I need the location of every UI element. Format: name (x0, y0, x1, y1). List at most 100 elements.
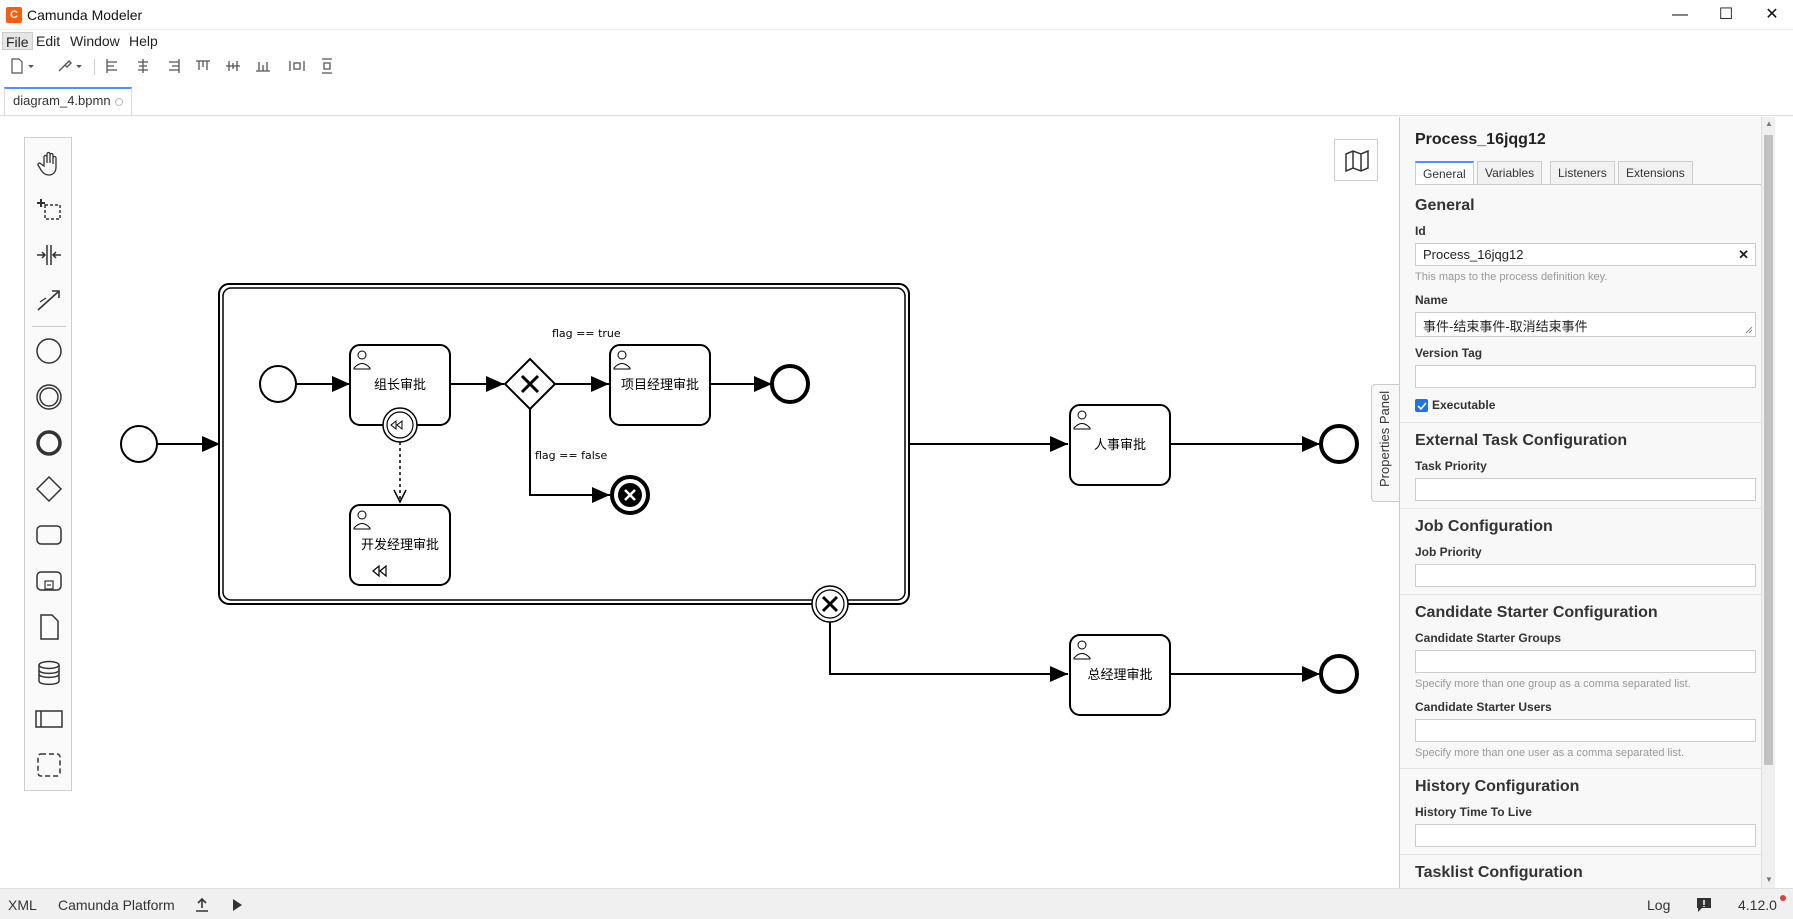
align-bottom-icon[interactable] (254, 57, 272, 75)
user-task-icon (1073, 410, 1091, 430)
section-divider (1400, 594, 1762, 595)
status-bar: XML Camunda Platform Log 4.12.0 (0, 888, 1793, 919)
end-event-icon[interactable] (34, 428, 64, 458)
tab-listeners[interactable]: Listeners (1550, 161, 1615, 185)
minimize-button[interactable]: — (1672, 6, 1688, 23)
end-event[interactable] (1319, 424, 1359, 464)
tab-variables[interactable]: Variables (1477, 161, 1543, 185)
id-field[interactable]: Process_16jqg12 ✕ (1415, 243, 1756, 266)
new-file-icon[interactable] (8, 57, 26, 75)
properties-panel: Process_16jqg12 General Variables Listen… (1399, 117, 1775, 888)
distribute-vertical-icon[interactable] (318, 57, 336, 75)
feedback-icon[interactable] (1695, 896, 1713, 914)
section-history-heading: History Configuration (1415, 778, 1580, 795)
distribute-horizontal-icon[interactable] (288, 57, 306, 75)
start-event-icon[interactable] (34, 336, 64, 366)
job-priority-label: Job Priority (1415, 545, 1482, 559)
minimap-toggle-button[interactable] (1334, 139, 1378, 181)
executable-checkbox[interactable] (1415, 399, 1428, 412)
close-button[interactable]: ✕ (1765, 6, 1779, 23)
sequence-flow-false[interactable] (529, 409, 610, 503)
xml-toggle[interactable]: XML (8, 897, 37, 913)
task-dev-manager[interactable] (349, 504, 451, 586)
paint-brush-icon[interactable] (56, 57, 74, 75)
lasso-tool-icon[interactable] (34, 194, 64, 224)
tool-palette (24, 137, 72, 791)
align-left-icon[interactable] (104, 57, 122, 75)
platform-label[interactable]: Camunda Platform (58, 897, 175, 913)
menu-window[interactable]: Window (70, 33, 120, 49)
task-priority-field[interactable] (1415, 478, 1756, 501)
scroll-up-icon[interactable]: ▲ (1765, 119, 1773, 128)
candidate-users-field[interactable] (1415, 719, 1756, 742)
cancel-boundary-x-icon (821, 595, 839, 613)
run-icon[interactable] (228, 896, 246, 914)
inner-start-event[interactable] (259, 365, 297, 403)
data-object-icon[interactable] (34, 612, 64, 642)
version-tag-field[interactable] (1415, 365, 1756, 388)
section-divider (1400, 768, 1762, 769)
unsaved-indicator-icon (114, 97, 123, 106)
section-job-heading: Job Configuration (1415, 518, 1553, 535)
name-field[interactable]: 事件-结束事件-取消结束事件 (1415, 312, 1756, 337)
group-icon[interactable] (34, 750, 64, 780)
flow-label-true: flag == true (552, 327, 621, 340)
resize-handle-icon[interactable] (1745, 326, 1753, 334)
menu-file[interactable]: File (2, 32, 33, 50)
menu-help[interactable]: Help (129, 33, 158, 49)
properties-panel-toggle[interactable]: Properties Panel (1371, 384, 1399, 502)
align-center-icon[interactable] (134, 57, 152, 75)
dropdown-icon[interactable] (74, 57, 84, 75)
toolbar-divider (94, 59, 95, 75)
pool-icon[interactable] (34, 704, 64, 734)
id-label: Id (1415, 224, 1426, 238)
candidate-groups-field[interactable] (1415, 650, 1756, 673)
window-title: Camunda Modeler (27, 7, 143, 23)
subprocess-icon[interactable] (34, 566, 64, 596)
history-ttl-label: History Time To Live (1415, 805, 1532, 819)
history-ttl-field[interactable] (1415, 824, 1756, 847)
scrollbar-thumb[interactable] (1764, 135, 1773, 765)
hand-tool-icon[interactable] (34, 148, 64, 178)
candidate-users-label: Candidate Starter Users (1415, 700, 1552, 714)
palette-divider (32, 326, 66, 327)
panel-scrollbar[interactable]: ▲ ▼ (1761, 117, 1775, 888)
bpmn-diagram[interactable]: 组长审批 开发经理审批 flag == true 项目经理审批 flag == … (0, 0, 1400, 888)
deploy-icon[interactable] (193, 896, 211, 914)
sequence-flow[interactable] (829, 622, 1068, 682)
section-general-heading: General (1415, 197, 1475, 214)
name-label: Name (1415, 293, 1448, 307)
maximize-button[interactable]: ☐ (1718, 6, 1734, 23)
align-middle-icon[interactable] (224, 57, 242, 75)
global-connect-icon[interactable] (34, 284, 64, 314)
log-button[interactable]: Log (1647, 897, 1671, 913)
task-icon[interactable] (34, 520, 64, 550)
data-store-icon[interactable] (34, 658, 64, 688)
tab-general[interactable]: General (1415, 161, 1474, 185)
gateway-icon[interactable] (34, 474, 64, 504)
clear-icon[interactable]: ✕ (1738, 247, 1749, 262)
tab-extensions[interactable]: Extensions (1618, 161, 1693, 185)
end-event[interactable] (770, 364, 810, 404)
dropdown-icon[interactable] (26, 57, 36, 75)
tab-diagram[interactable]: diagram_4.bpmn (4, 87, 132, 115)
end-event[interactable] (1319, 654, 1359, 694)
tab-label: diagram_4.bpmn (13, 93, 111, 108)
intermediate-event-icon[interactable] (34, 382, 64, 412)
menu-edit[interactable]: Edit (36, 33, 61, 49)
version-label[interactable]: 4.12.0 (1738, 897, 1777, 913)
user-task-icon (353, 510, 371, 530)
scroll-down-icon[interactable]: ▼ (1765, 875, 1773, 884)
candidate-groups-label: Candidate Starter Groups (1415, 631, 1562, 645)
name-value: 事件-结束事件-取消结束事件 (1423, 319, 1588, 334)
transaction-inner-border (222, 287, 906, 601)
space-tool-icon[interactable] (34, 240, 64, 270)
start-event[interactable] (120, 425, 158, 463)
align-right-icon[interactable] (164, 57, 182, 75)
version-tag-label: Version Tag (1415, 346, 1483, 360)
align-top-icon[interactable] (194, 57, 212, 75)
diagram-canvas[interactable] (0, 117, 1400, 888)
candidate-groups-hint: Specify more than one group as a comma s… (1415, 678, 1691, 690)
task-label-hr: 人事审批 (1094, 438, 1146, 453)
job-priority-field[interactable] (1415, 564, 1756, 587)
